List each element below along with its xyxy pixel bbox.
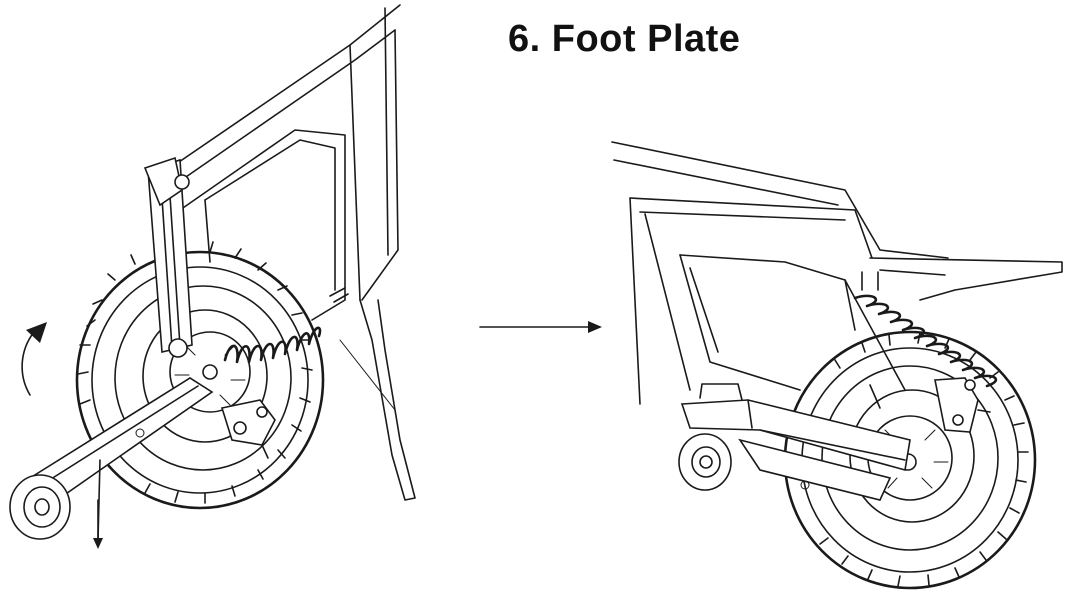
wheel-right	[783, 330, 1037, 590]
figure-before	[9, 4, 416, 549]
training-wheel-right	[678, 433, 732, 491]
figure-after	[611, 141, 1063, 590]
down-arrow-icon	[93, 499, 103, 549]
caliper-right	[934, 377, 991, 433]
wheel-left	[75, 241, 325, 510]
frame-right	[611, 141, 1063, 405]
page-title: 6. Foot Plate	[508, 18, 741, 60]
foot-plate-arm-right	[680, 383, 911, 501]
right-arrow-icon	[479, 321, 602, 333]
post-left	[143, 156, 193, 358]
spring-left	[223, 287, 349, 364]
training-wheel-left	[9, 474, 71, 540]
frame-left	[159, 4, 416, 501]
caliper-left	[220, 399, 276, 459]
rotate-arrow-icon	[21, 322, 47, 396]
spring-right	[853, 271, 998, 409]
